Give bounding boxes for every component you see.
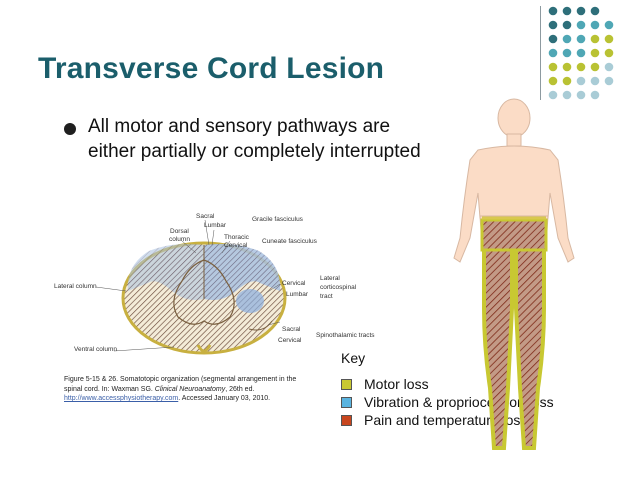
slide-title: Transverse Cord Lesion [38,52,385,85]
key-row-motor: Motor loss [341,375,429,393]
caption-text-2: , 26th ed. [225,385,255,393]
label-ventral-column: Ventral column [74,346,117,353]
right-leg-lesion [514,218,546,450]
figure-caption: Figure 5-15 & 26. Somatotopic organizati… [64,375,314,404]
label-cuneate: Cuneate fasciculus [262,238,317,245]
label-lateral-cs-1: Lateral [320,275,340,282]
pain-loss-swatch [341,414,352,426]
label-cervical-low: Cervical [278,337,302,344]
left-leg-lesion [482,218,514,450]
key-label-motor: Motor loss [364,376,429,392]
label-thoracic: Thoracic [224,234,249,241]
label-cervical-top: Cervical [224,242,248,249]
label-cervical-mid: Cervical [282,280,306,287]
label-lateral-cs-3: tract [320,293,333,300]
label-lumbar-top: Lumbar [204,222,227,229]
decorative-dot-grid [548,6,614,100]
label-dorsal-column-2: column [169,236,190,243]
caption-link[interactable]: http://www.accessphysiotherapy.com [64,395,179,402]
bullet-icon [64,123,76,135]
label-gracile: Gracile fasciculus [252,216,303,223]
spinal-cord-diagram [95,219,287,355]
label-sacral-low: Sacral [282,326,301,333]
key-title: Key [341,350,366,366]
caption-text-3: . Accessed January 03, 2010. [178,395,271,402]
bullet-text: All motor and sensory pathways are eithe… [88,116,421,162]
spinal-cord-figure: Sacral Lumbar Gracile fasciculus Dorsal … [54,205,375,375]
label-lumbar-mid: Lumbar [286,291,309,298]
motor-loss-swatch [341,378,352,390]
vibration-loss-swatch [341,396,352,408]
body-figure [453,98,575,450]
label-spinothalamic: Spinothalamic tracts [316,332,375,339]
label-dorsal-column-1: Dorsal [170,228,189,235]
caption-text-1: Figure 5-15 & 26. Somatotopic organizati… [64,376,297,393]
label-lateral-column: Lateral column [54,283,97,290]
label-sacral-top: Sacral [196,213,215,220]
caption-book-title: Clinical Neuroanatomy [154,385,226,393]
decorative-divider [540,6,541,100]
key-row-pain: Pain and temperature loss [341,411,527,429]
label-lateral-cs-2: corticospinal [320,284,357,291]
key-label-pain: Pain and temperature loss [364,412,528,428]
